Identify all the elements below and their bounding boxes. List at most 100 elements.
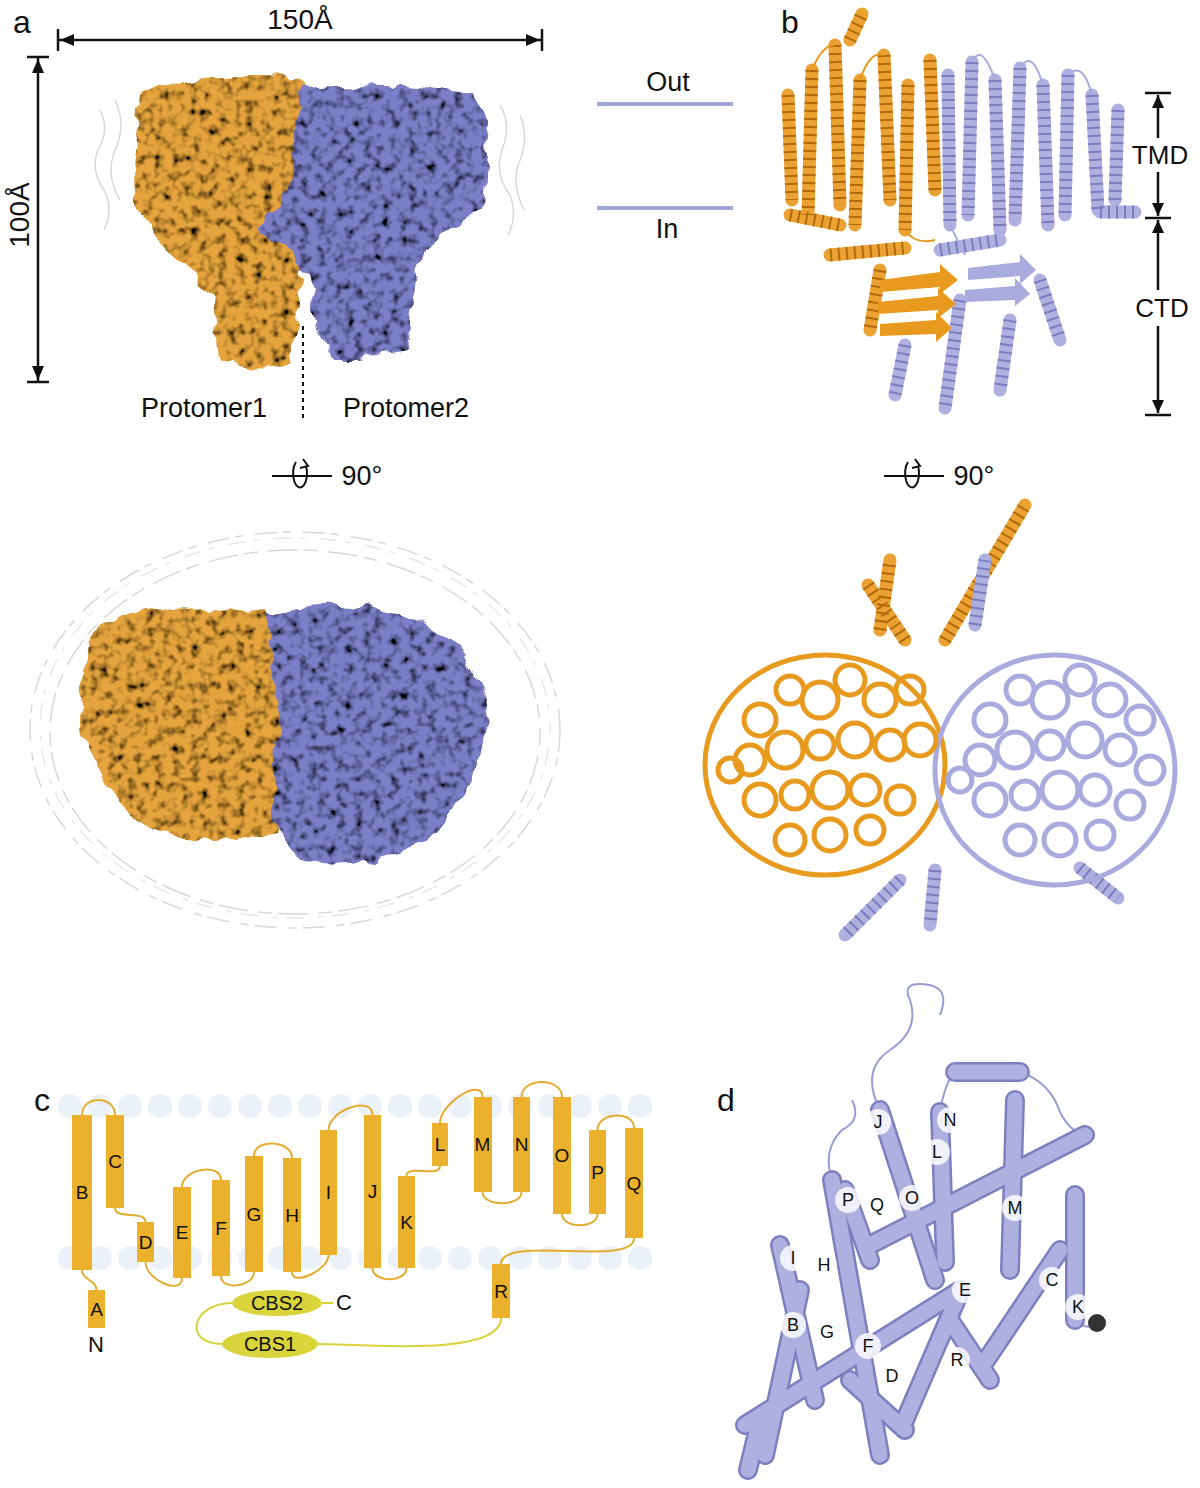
helix-box: Q [625,1128,643,1238]
loop-connector [82,1270,97,1290]
helix-letter: A [90,1300,103,1319]
helix-letter: L [435,1135,446,1154]
helix-box: G [245,1156,263,1272]
figure-label: CTD [1135,295,1188,321]
figure-label: 90° [954,463,995,490]
helix-label-circle: G [814,1319,840,1345]
figure-label: Out [646,69,690,96]
helix-letter: N [944,1111,957,1129]
helix-box: E [173,1187,191,1278]
figure-label: N [88,1334,104,1356]
helix-label-circle: M [1002,1195,1028,1221]
helix-label-circle: K [1065,1294,1091,1320]
helix-box: P [589,1130,606,1214]
ribbon-structure [788,14,1135,935]
helix-box: A [88,1290,105,1328]
helix-label-circle: E [952,1277,978,1303]
helix-letter: F [863,1337,874,1355]
helix-letter: I [790,1249,795,1267]
helix-box: K [398,1176,415,1268]
loop-connector [501,1238,634,1264]
helix-letter: Q [870,1196,884,1214]
helix-box: F [212,1180,230,1276]
helix-box: J [364,1115,381,1268]
helix-letter: N [515,1135,529,1154]
membrane-boundary [597,104,733,208]
helix-label-circle: N [937,1107,963,1133]
figure-label: 150Å [267,6,332,34]
helix-label-circle: I [780,1245,806,1271]
loop-connector [483,1192,522,1203]
helix-letter: R [951,1351,964,1369]
loop-connector [562,1214,598,1225]
helix-letter: J [368,1182,378,1201]
helix-box: O [553,1097,571,1214]
helix-box: D [137,1222,154,1262]
protomer-divider [302,326,304,420]
helix-label-circle: P [835,1187,861,1213]
helix-letter: P [842,1191,854,1209]
panel-letter: b [781,6,799,38]
helix-letter: M [475,1135,491,1154]
figure-label: In [656,216,679,243]
loop-connector [82,1100,115,1115]
helix-letter: L [932,1143,942,1161]
helix-letter: P [591,1163,604,1182]
cylinder-model [745,984,1106,1470]
helix-letter: D [139,1233,153,1252]
loop-connector [115,1208,146,1222]
helix-letter: C [1046,1271,1059,1289]
density-map [80,76,490,864]
panel-letter: a [13,6,31,38]
c-terminus-tail [322,1302,333,1304]
helix-letter: H [285,1206,299,1225]
helix-box: C [106,1115,124,1208]
loop-connector [407,1166,441,1176]
loop-connector [373,1268,407,1279]
helix-letter: B [787,1316,799,1334]
helix-letter: K [1072,1298,1084,1316]
helix-box: I [320,1130,337,1255]
helix-letter: M [1008,1199,1023,1217]
helix-letter: C [108,1152,122,1171]
helix-label-circle: L [924,1139,950,1165]
helix-letter: F [215,1219,227,1238]
panel-letter: d [717,1084,735,1116]
dimension-bars [27,29,542,382]
helix-letter: Q [627,1174,642,1193]
cylinder-cap [1088,1314,1106,1332]
lipid-bilayer [58,1094,652,1270]
helix-label-circle: O [899,1185,925,1211]
helix-letter: CBS2 [251,1293,303,1313]
helix-box: R [492,1264,510,1318]
helix-label-circle: H [811,1252,837,1278]
helix-box: L [432,1123,448,1166]
helix-label-circle: Q [864,1192,890,1218]
cbs-domain-ellipse: CBS1 [222,1330,318,1358]
cbs-domain-ellipse: CBS2 [232,1290,322,1316]
helix-letter: G [247,1205,262,1224]
figure-label: C [336,1292,352,1314]
helix-label-circle: R [944,1347,970,1373]
helix-box: B [72,1115,92,1270]
figure-label: Protomer1 [141,395,267,422]
helix-letter: E [176,1223,189,1242]
helix-letter: G [820,1323,834,1341]
helix-letter: O [555,1146,570,1165]
helix-label-circle: B [780,1312,806,1338]
loop-connector [318,1318,501,1346]
helix-label-circle: D [879,1363,905,1389]
helix-box: H [283,1158,301,1272]
figure-label: Protomer2 [343,395,469,422]
helix-box: M [474,1097,492,1192]
helix-letter: E [959,1281,971,1299]
ribbon-top-view [705,655,1175,885]
helix-letter: I [326,1183,331,1202]
helix-letter: H [818,1256,831,1274]
helix-letter: R [494,1282,508,1301]
helix-letter: K [400,1213,413,1232]
figure-label: 90° [342,463,383,490]
helix-letter: B [76,1183,89,1202]
helix-letter: D [886,1367,899,1385]
helix-label-circle: C [1039,1267,1065,1293]
